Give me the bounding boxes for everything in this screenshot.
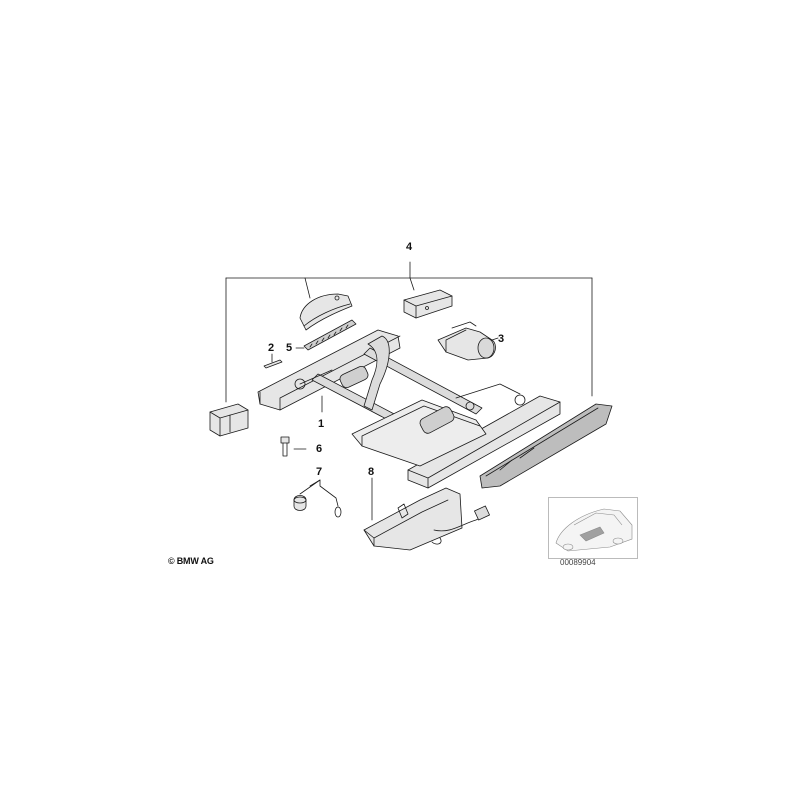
rail-cover-right — [479, 403, 613, 489]
callout-2: 2 — [268, 342, 275, 354]
callout-5: 5 — [286, 342, 293, 354]
bolt-part — [280, 436, 307, 457]
callout-3: 3 — [498, 333, 505, 345]
end-cap-left — [209, 403, 249, 437]
copyright-label: © BMW AG — [168, 556, 214, 566]
callout-7: 7 — [316, 466, 323, 478]
seat-frame-part — [257, 329, 561, 489]
car-inset-drawing — [555, 508, 633, 552]
cover-clip-part — [403, 289, 453, 319]
reference-number: 00089904 — [560, 558, 596, 567]
seat-base-wiring-part — [363, 477, 490, 551]
spring-part — [295, 319, 357, 351]
motor-part — [437, 321, 499, 361]
callout-4-leader — [225, 261, 593, 403]
callout-1: 1 — [318, 418, 325, 430]
callout-8: 8 — [368, 466, 375, 478]
callout-6: 6 — [316, 443, 323, 455]
callout-4: 4 — [406, 241, 413, 253]
pin-part — [263, 353, 283, 369]
cover-curved-part — [299, 293, 353, 331]
cap-and-ring-part — [293, 479, 342, 518]
